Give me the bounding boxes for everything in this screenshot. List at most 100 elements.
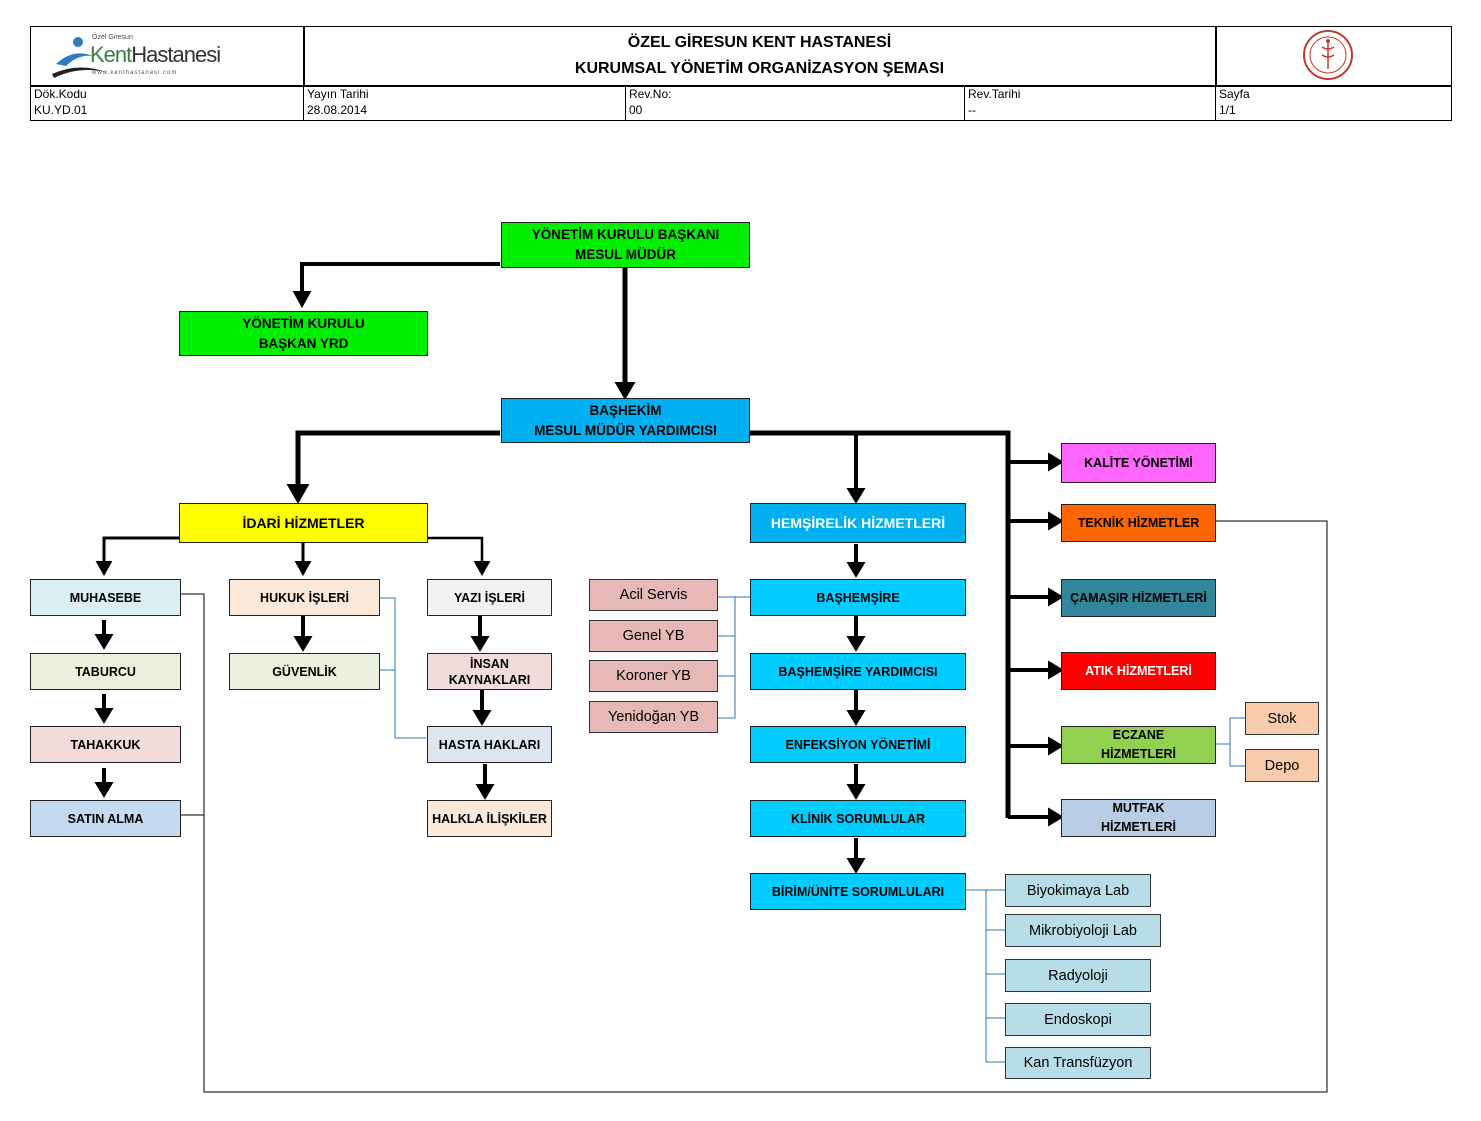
arrowhead	[846, 710, 866, 726]
meta-label: Yayın Tarihi	[307, 87, 369, 101]
connector	[181, 520, 1328, 1093]
logo-url: www.kenthastanesi.com	[92, 70, 178, 76]
arrowhead	[470, 636, 490, 652]
arrowhead	[614, 382, 636, 400]
arrowhead	[1048, 736, 1064, 756]
meta-label: Rev.Tarihi	[968, 87, 1021, 101]
bashemsire-box[interactable]: BAŞHEMŞİRE	[750, 579, 966, 616]
document-header	[30, 26, 1452, 121]
koroner-yb-box[interactable]: Koroner YB	[589, 660, 718, 692]
arrowhead	[846, 636, 866, 652]
header-divider	[964, 85, 965, 121]
logo-main-text: KentHastanesi	[90, 42, 221, 68]
chief-physician-box[interactable]: BAŞHEKİM MESUL MÜDÜR YARDIMCISI	[501, 398, 750, 443]
arrowhead	[1048, 587, 1064, 607]
depo-box[interactable]: Depo	[1245, 749, 1319, 782]
arrowhead	[1048, 807, 1064, 827]
meta-publish-date: Yayın Tarihi 28.08.2014	[304, 86, 625, 121]
box-label: MESUL MÜDÜR YARDIMCISI	[534, 422, 717, 438]
kalite-yonetimi-box[interactable]: KALİTE YÖNETİMİ	[1061, 443, 1216, 483]
bracket	[718, 596, 736, 719]
chairman-box[interactable]: YÖNETİM KURULU BAŞKANI MESUL MÜDÜR	[501, 222, 750, 268]
arrowhead	[1048, 452, 1064, 472]
header-divider	[1215, 85, 1216, 121]
bashemsire-yardimcisi-box[interactable]: BAŞHEMŞİRE YARDIMCISI	[750, 653, 966, 690]
connector	[295, 430, 500, 490]
meta-doc-code: Dök.Kodu KU.YD.01	[31, 86, 303, 121]
header-divider	[1215, 26, 1217, 86]
endoskopi-box[interactable]: Endoskopi	[1005, 1003, 1151, 1036]
arrowhead	[846, 488, 866, 504]
arrowhead	[1048, 660, 1064, 680]
stok-box[interactable]: Stok	[1245, 702, 1319, 735]
arrowhead	[472, 710, 492, 726]
title-block: ÖZEL GİRESUN KENT HASTANESİ KURUMSAL YÖN…	[304, 26, 1215, 86]
satin-alma-box[interactable]: SATIN ALMA	[30, 800, 181, 837]
page-subtitle: KURUMSAL YÖNETİM ORGANİZASYON ŞEMASI	[574, 60, 945, 77]
hukuk-isleri-box[interactable]: HUKUK İŞLERİ	[229, 579, 380, 616]
meta-rev-no: Rev.No: 00	[626, 86, 964, 121]
connector	[428, 536, 484, 566]
biyokimya-lab-box[interactable]: Biyokimaya Lab	[1005, 874, 1151, 907]
connector	[300, 262, 500, 298]
arrowhead	[475, 784, 495, 800]
box-label: YÖNETİM KURULU	[242, 315, 365, 331]
header-divider	[30, 85, 1452, 87]
atik-hizmetleri-box[interactable]: ATIK HİZMETLERİ	[1061, 652, 1216, 690]
klinik-sorumlular-box[interactable]: KLİNİK SORUMLULAR	[750, 800, 966, 837]
connector	[750, 430, 1011, 818]
meta-label: Sayfa	[1219, 87, 1250, 101]
birim-unite-sorumlulari-box[interactable]: BİRİM/ÜNİTE SORUMLULARI	[750, 873, 966, 910]
meta-value: 1/1	[1219, 103, 1236, 117]
vice-chairman-box[interactable]: YÖNETİM KURULU BAŞKAN YRD	[179, 311, 428, 356]
eczane-hizmetleri-box[interactable]: ECZANE HİZMETLERİ	[1061, 726, 1216, 764]
box-label: BAŞHEKİM	[589, 402, 662, 418]
tahakkuk-box[interactable]: TAHAKKUK	[30, 726, 181, 763]
hasta-haklari-box[interactable]: HASTA HAKLARI	[427, 726, 552, 763]
taburcu-box[interactable]: TABURCU	[30, 653, 181, 690]
ministry-seal-icon	[1303, 30, 1353, 80]
camasir-hizmetleri-box[interactable]: ÇAMAŞIR HİZMETLERİ	[1061, 579, 1216, 617]
muhasebe-box[interactable]: MUHASEBE	[30, 579, 181, 616]
meta-value: --	[968, 103, 976, 117]
meta-value: 28.08.2014	[307, 103, 368, 117]
arrowhead	[94, 634, 114, 650]
meta-rev-date: Rev.Tarihi --	[965, 86, 1215, 121]
enfeksiyon-yonetimi-box[interactable]: ENFEKSİYON YÖNETİMİ	[750, 726, 966, 763]
nursing-services-box[interactable]: HEMŞİRELİK HİZMETLERİ	[750, 503, 966, 543]
meta-label: Rev.No:	[629, 87, 672, 101]
box-label: BAŞKAN YRD	[258, 335, 349, 351]
teknik-hizmetler-box[interactable]: TEKNİK HİZMETLER	[1061, 504, 1216, 542]
arrowhead	[286, 484, 310, 505]
page-title: ÖZEL GİRESUN KENT HASTANESİ	[627, 34, 892, 51]
arrowhead	[94, 708, 114, 724]
radyoloji-box[interactable]: Radyoloji	[1005, 959, 1151, 992]
header-divider	[303, 26, 305, 86]
logo-kent: Kent	[90, 42, 132, 67]
connector	[102, 536, 180, 566]
yazi-isleri-box[interactable]: YAZI İŞLERİ	[427, 579, 552, 616]
meta-page: Sayfa 1/1	[1216, 86, 1451, 121]
admin-services-box[interactable]: İDARİ HİZMETLER	[179, 503, 428, 543]
insan-kaynaklari-box[interactable]: İNSAN KAYNAKLARI	[427, 653, 552, 690]
meta-label: Dök.Kodu	[34, 87, 87, 101]
genel-yb-box[interactable]: Genel YB	[589, 620, 718, 652]
arrowhead	[95, 561, 113, 577]
mutfak-hizmetleri-box[interactable]: MUTFAK HİZMETLERİ	[1061, 799, 1216, 837]
logo-hastanesi: Hastanesi	[131, 42, 221, 67]
arrowhead	[846, 784, 866, 800]
box-label: MESUL MÜDÜR	[575, 247, 676, 262]
hospital-logo: Özel Giresun KentHastanesi www.kenthasta…	[40, 32, 230, 82]
bracket	[380, 597, 426, 739]
yenidogan-yb-box[interactable]: Yenidoğan YB	[589, 701, 718, 733]
arrowhead	[1048, 511, 1064, 531]
arrowhead	[846, 562, 866, 578]
kan-transfuzyon-box[interactable]: Kan Transfüzyon	[1005, 1047, 1151, 1079]
arrowhead	[846, 858, 866, 874]
runner-logo-icon	[52, 37, 106, 78]
box-label: YÖNETİM KURULU BAŞKANI	[531, 227, 720, 242]
halkla-iliskiler-box[interactable]: HALKLA İLİŞKİLER	[427, 800, 552, 837]
acil-servis-box[interactable]: Acil Servis	[589, 579, 718, 611]
guvenlik-box[interactable]: GÜVENLİK	[229, 653, 380, 690]
mikrobiyoloji-lab-box[interactable]: Mikrobiyoloji Lab	[1005, 914, 1161, 947]
